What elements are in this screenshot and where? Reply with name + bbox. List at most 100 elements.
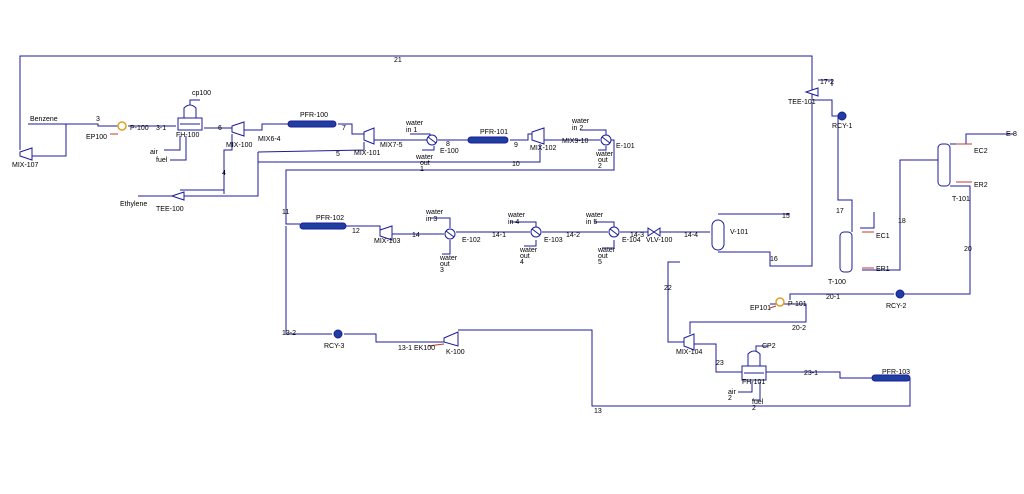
mix-100-icon[interactable] <box>231 121 245 137</box>
label-stream-14-3: 14-3 <box>630 232 644 239</box>
mix-102-icon[interactable] <box>531 127 545 145</box>
pfr-100-reactor-icon[interactable] <box>287 120 337 128</box>
p-101-pump-icon[interactable] <box>769 297 785 309</box>
label-water-out-3-a: water <box>439 255 458 262</box>
stream-mix6-4-line[interactable] <box>244 123 288 131</box>
stream-11-line[interactable] <box>285 139 615 225</box>
e-104-cooler-icon[interactable] <box>608 226 620 238</box>
pfr-101-reactor-icon[interactable] <box>467 136 509 144</box>
label-water-in-5-b: in 5 <box>586 219 597 226</box>
t-100-column-icon[interactable] <box>839 231 874 273</box>
stream-water-out-1-line[interactable] <box>422 146 435 151</box>
stream-water-out-2-line[interactable] <box>598 146 607 151</box>
label-stream-3-1: 3-1 <box>156 125 166 132</box>
pfr-103-reactor-icon[interactable] <box>871 374 911 382</box>
vlv-100-valve-icon[interactable] <box>647 227 661 237</box>
label-rcy3: RCY-3 <box>324 343 344 350</box>
stream-13-2-line[interactable] <box>285 226 332 335</box>
label-stream-11: 11 <box>282 209 289 216</box>
mix-107-icon[interactable] <box>19 147 33 161</box>
label-benzene: Benzene <box>30 116 58 123</box>
fh-100-fired-heater-icon[interactable] <box>177 104 203 131</box>
label-stream-23: 23 <box>716 360 724 367</box>
label-stream-17: 17 <box>836 208 844 215</box>
mix-101-icon[interactable] <box>363 127 375 145</box>
stream-23-1-line[interactable] <box>766 371 872 379</box>
stream-5-line[interactable] <box>257 142 365 153</box>
label-mix104: MIX-104 <box>676 349 703 356</box>
label-pfr100: PFR-100 <box>300 112 328 119</box>
stream-20-line[interactable] <box>904 185 971 295</box>
label-water-in-1-a: water <box>405 120 424 127</box>
fh-101-fired-heater-icon[interactable] <box>741 350 767 381</box>
mix-103-icon[interactable] <box>379 225 393 241</box>
stream-air-line[interactable] <box>164 136 181 151</box>
label-water-in-2-b: in 2 <box>572 125 583 132</box>
e-103-cooler-icon[interactable] <box>530 226 542 238</box>
t-101-column-icon[interactable] <box>937 143 972 187</box>
stream-7-line[interactable] <box>338 123 364 135</box>
k-100-compressor-icon[interactable] <box>427 331 459 347</box>
stream-e8-line[interactable] <box>950 133 1014 145</box>
tee-100-icon[interactable] <box>170 191 185 201</box>
stream-3-line[interactable] <box>65 123 118 156</box>
stream-fuel2-line[interactable] <box>752 382 761 401</box>
stream-17-2-line[interactable] <box>818 79 833 86</box>
tee-101-icon[interactable] <box>804 87 819 97</box>
stream-13-1-line[interactable] <box>344 333 448 343</box>
label-pfr101: PFR-101 <box>480 129 508 136</box>
label-ep101: EP101 <box>750 305 771 312</box>
v-101-separator-icon[interactable] <box>711 219 725 251</box>
e-100-cooler-icon[interactable] <box>426 134 438 146</box>
label-water-in-1-b: in 1 <box>406 127 417 134</box>
pfr-102-reactor-icon[interactable] <box>299 222 347 230</box>
stream-water-out-4-line[interactable] <box>524 240 537 247</box>
stream-water-in-3-line[interactable] <box>430 217 451 228</box>
p-100-pump-icon[interactable] <box>110 121 127 135</box>
label-ethylene: Ethylene <box>120 201 147 208</box>
label-e104: E-104 <box>622 237 641 244</box>
stream-water-in-2-line[interactable] <box>580 129 607 136</box>
stream-4-line[interactable] <box>223 134 233 194</box>
label-e102: E-102 <box>462 237 481 244</box>
label-fuel: fuel <box>156 157 168 164</box>
stream-water-in-4-line[interactable] <box>510 221 537 228</box>
e-102-cooler-icon[interactable] <box>444 228 456 240</box>
stream-t100-ec1-line[interactable] <box>860 212 875 229</box>
stream-21-line[interactable] <box>19 55 813 150</box>
stream-18-line[interactable] <box>862 159 938 271</box>
label-e8: E-8 <box>1006 131 1017 138</box>
stream-10-line[interactable] <box>258 144 541 163</box>
stream-water-out-5-line[interactable] <box>602 240 615 249</box>
label-k100: K-100 <box>446 349 465 356</box>
stream-fuel-line[interactable] <box>170 136 187 161</box>
stream-water-out-3-line[interactable] <box>442 240 451 255</box>
stream-water-in-1-line[interactable] <box>410 133 431 138</box>
stream-22-line[interactable] <box>667 261 684 343</box>
stream-rcy1-line[interactable] <box>811 92 838 117</box>
rcy-3-icon[interactable] <box>333 329 343 339</box>
stream-20-2-line[interactable] <box>689 303 807 334</box>
stream-air2-line[interactable] <box>738 382 753 393</box>
e-101-cooler-icon[interactable] <box>600 134 612 146</box>
mix-104-icon[interactable] <box>683 333 695 351</box>
label-fh100: FH-100 <box>176 132 199 139</box>
rcy-1-icon[interactable] <box>837 111 847 121</box>
stream-20-1-line[interactable] <box>789 293 894 300</box>
label-stream-20: 20 <box>964 246 972 253</box>
stream-23-line[interactable] <box>694 343 742 373</box>
label-rcy2: RCY-2 <box>886 303 906 310</box>
stream-benzene-line[interactable] <box>28 123 67 157</box>
label-e101: E-101 <box>616 143 635 150</box>
label-water-out-5-b: out <box>598 253 608 260</box>
label-stream-13-1: 13-1 <box>398 345 412 352</box>
stream-tee100-out-line[interactable] <box>180 152 259 197</box>
rcy-2-icon[interactable] <box>895 289 905 299</box>
stream-13-line[interactable] <box>458 329 911 407</box>
label-stream-10: 10 <box>512 161 520 168</box>
label-ec1: EC1 <box>876 233 890 240</box>
label-water-in-5-a: water <box>585 212 604 219</box>
stream-16-line[interactable] <box>718 102 813 267</box>
stream-water-in-5-line[interactable] <box>594 221 615 228</box>
stream-9-line[interactable] <box>510 133 532 141</box>
